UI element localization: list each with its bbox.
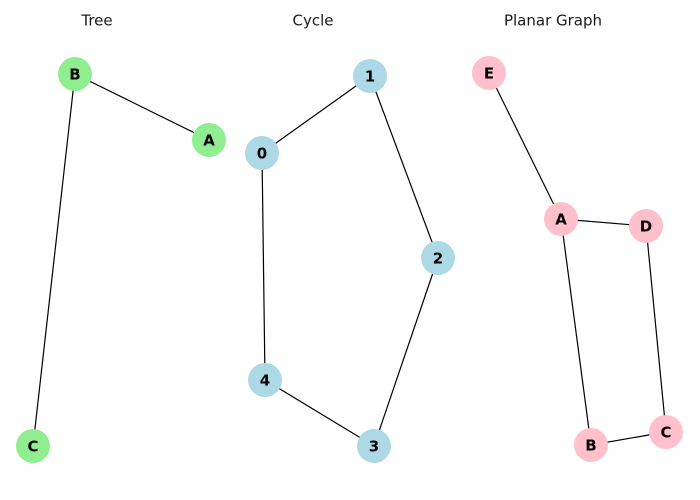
tree-node-b	[58, 57, 92, 91]
cycle-node-2	[421, 241, 455, 275]
cycle-node-4	[248, 363, 282, 397]
planar-graph-node-label-d: D	[640, 217, 652, 235]
cycle-edge-0-1	[261, 75, 371, 154]
tree-edge-b-a	[74, 73, 210, 141]
tree-edge-b-c	[32, 73, 76, 447]
cycle-edge-2-3	[373, 257, 439, 447]
planar-graph-node-label-e: E	[484, 64, 494, 82]
planar-graph-node-label-b: B	[585, 436, 596, 454]
tree-node-label-c: C	[27, 437, 38, 455]
cycle-node-label-3: 3	[369, 437, 379, 455]
cycle-node-3	[357, 429, 391, 463]
planar-graph-node-a	[544, 202, 578, 236]
cycle-node-label-0: 0	[257, 144, 267, 162]
planar-graph-node-b	[574, 428, 608, 462]
cycle-edge-1-2	[369, 75, 439, 259]
cycle-node-label-1: 1	[365, 67, 375, 85]
planar-graph-edge-a-b	[560, 218, 592, 446]
planar-graph-edge-e-a	[488, 72, 562, 220]
tree-node-c	[16, 429, 50, 463]
planar-graph-node-label-c: C	[660, 423, 671, 441]
cycle-node-1	[353, 59, 387, 93]
panel-title-tree: Tree	[81, 11, 113, 30]
cycle-edge-4-0	[261, 152, 266, 381]
panel-title-planar-graph: Planar Graph	[503, 11, 603, 30]
panel-title-cycle: Cycle	[292, 11, 334, 30]
planar-graph-edge-d-c	[645, 225, 667, 433]
cycle-node-label-2: 2	[433, 249, 443, 267]
planar-graph-node-label-a: A	[555, 210, 567, 228]
planar-graph-node-e	[472, 56, 506, 90]
tree-node-a	[192, 123, 226, 157]
tree-node-label-a: A	[203, 131, 215, 149]
planar-graph-node-c	[649, 415, 683, 449]
planar-graph-node-d	[629, 209, 663, 243]
cycle-node-label-4: 4	[260, 371, 270, 389]
cycle-edge-3-4	[264, 379, 375, 447]
tree-node-label-b: B	[69, 65, 80, 83]
cycle-node-0	[245, 136, 279, 170]
